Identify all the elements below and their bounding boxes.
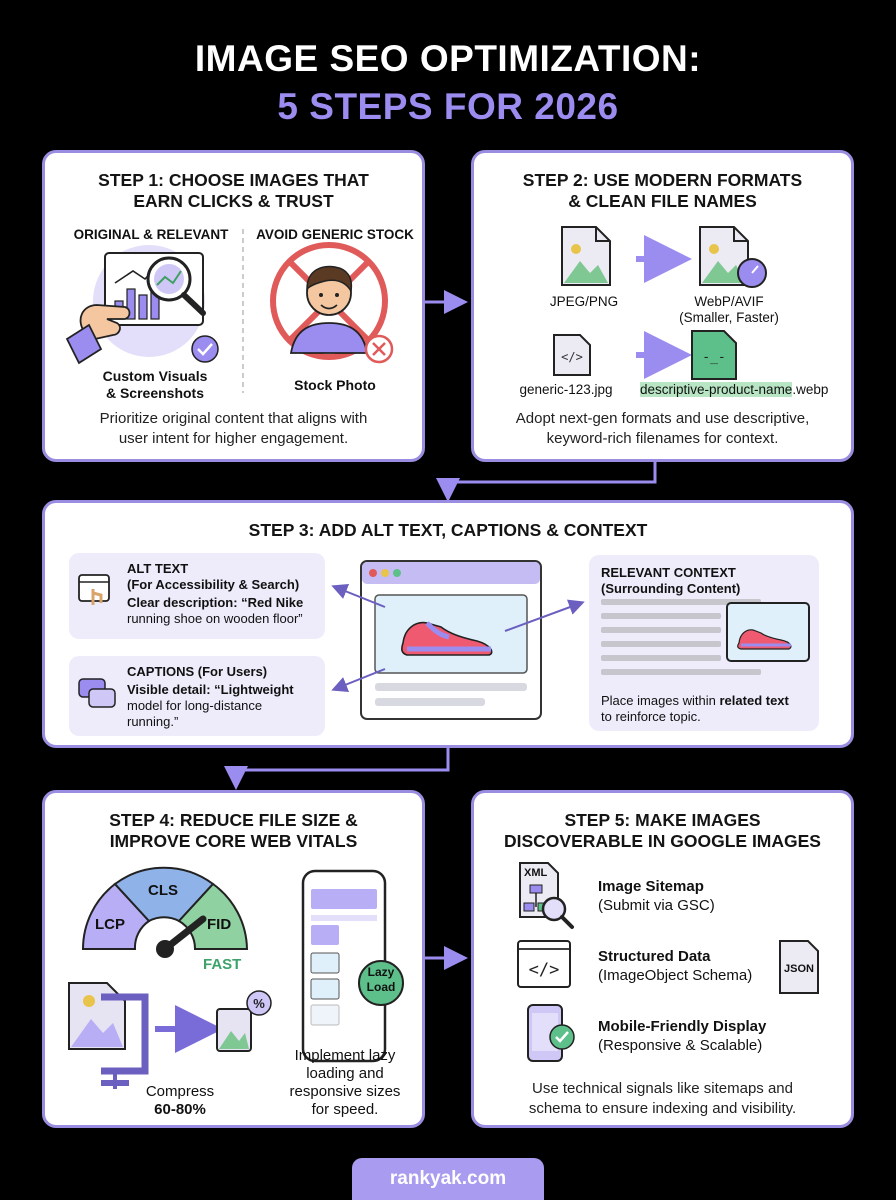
step2-illustration: </> -_-: [553, 226, 767, 380]
jpeg-file-icon: [561, 226, 611, 286]
svg-text:-_-: -_-: [702, 350, 725, 365]
gauge-fast-label: FAST: [203, 956, 242, 973]
code-file-icon: </>: [553, 334, 591, 376]
step4-illustration: %: [68, 866, 404, 1089]
step1-illustration: [65, 229, 394, 393]
running-shoe-icon: [401, 621, 493, 656]
gauge-fid-label: FID: [207, 916, 232, 933]
step1-title: STEP 1: CHOOSE IMAGES THAT EARN CLICKS &…: [98, 170, 369, 211]
step2-card: STEP 2: USE MODERN FORMATS & CLEAN FILE …: [471, 150, 854, 462]
step1-left-caption: Custom Visuals & Screenshots: [102, 368, 208, 401]
step3-title: STEP 3: ADD ALT TEXT, CAPTIONS & CONTEXT: [248, 520, 648, 540]
compress-label: Compress 60-80%: [145, 1083, 215, 1118]
step5-description: Use technical signals like sitemaps and …: [528, 1080, 797, 1117]
step1-right-label: AVOID GENERIC STOCK: [256, 227, 414, 242]
lazy-load-phone-icon: [301, 869, 404, 1063]
step3-card: STEP 3: ADD ALT TEXT, CAPTIONS & CONTEXT: [42, 500, 854, 748]
xml-sitemap-icon: [519, 862, 574, 929]
page-title: IMAGE SEO OPTIMIZATION:: [194, 38, 702, 79]
generic-stock-photo-icon: [270, 242, 394, 364]
sitemap-item: Image Sitemap (Submit via GSC): [598, 878, 715, 914]
gauge-cls-label: CLS: [148, 882, 178, 899]
step2-title: STEP 2: USE MODERN FORMATS & CLEAN FILE …: [522, 170, 803, 211]
generic-filename: generic-123.jpg: [519, 382, 613, 397]
step4-description: Implement lazy loading and responsive si…: [289, 1047, 401, 1118]
context-thumbnail-icon: [726, 602, 810, 662]
code-window-icon: </>: [517, 940, 571, 988]
named-file-icon: -_-: [691, 330, 737, 380]
context-heading: RELEVANT CONTEXT (Surrounding Content): [601, 565, 741, 596]
step5-illustration: </>: [517, 862, 819, 1062]
step1-right-caption: Stock Photo: [294, 377, 376, 393]
context-description: Place images within related text to rein…: [601, 693, 789, 724]
structured-data-item: Structured Data (ImageObject Schema): [598, 948, 753, 984]
context-text-lines: [601, 599, 761, 675]
alt-text-window-icon: [78, 574, 110, 605]
chat-bubbles-icon: [78, 678, 116, 708]
to-format-label: WebP/AVIF (Smaller, Faster): [679, 294, 779, 325]
svg-text:</>: </>: [529, 960, 560, 980]
json-label: JSON: [784, 963, 814, 975]
mobile-display-item: Mobile-Friendly Display (Responsive & Sc…: [598, 1018, 767, 1054]
captions-content: CAPTIONS (For Users) Visible detail: “Li…: [127, 664, 294, 729]
json-file-icon: [779, 940, 819, 994]
step4-title: STEP 4: REDUCE FILE SIZE & IMPROVE CORE …: [109, 810, 358, 851]
connector-3-4: [224, 748, 450, 790]
mobile-check-icon: [527, 1004, 575, 1062]
xml-label: XML: [524, 867, 548, 879]
step1-description: Prioritize original content that aligns …: [99, 410, 368, 447]
step5-title: STEP 5: MAKE IMAGES DISCOVERABLE IN GOOG…: [504, 810, 821, 851]
step1-card: STEP 1: CHOOSE IMAGES THAT EARN CLICKS &…: [42, 150, 425, 462]
step3-illustration: [78, 560, 810, 720]
lazy-load-badge: Lazy Load: [366, 965, 396, 994]
gauge-lcp-label: LCP: [95, 916, 125, 933]
webp-file-icon: [699, 226, 767, 288]
svg-text:%: %: [253, 996, 265, 1011]
web-vitals-gauge-icon: [81, 866, 249, 958]
browser-window: [360, 560, 542, 720]
from-format-label: JPEG/PNG: [549, 294, 619, 309]
page-subtitle: 5 STEPS FOR 2026: [277, 86, 619, 127]
step4-card: STEP 4: REDUCE FILE SIZE & IMPROVE CORE …: [42, 790, 425, 1128]
analytics-magnifier-icon: [65, 245, 219, 365]
alt-text-box: [69, 553, 325, 639]
step5-card: STEP 5: MAKE IMAGES DISCOVERABLE IN GOOG…: [471, 790, 854, 1128]
alt-text-content: ALT TEXT (For Accessibility & Search) Cl…: [127, 561, 304, 626]
svg-text:</>: </>: [561, 350, 583, 364]
compress-clamp-icon: %: [68, 982, 272, 1089]
step1-left-label: ORIGINAL & RELEVANT: [73, 227, 229, 242]
footer-brand-link[interactable]: rankyak.com: [352, 1158, 544, 1200]
descriptive-filename: descriptive-product-name.webp: [640, 382, 829, 397]
step2-description: Adopt next-gen formats and use descripti…: [515, 410, 810, 447]
connector-2-3: [436, 462, 657, 502]
